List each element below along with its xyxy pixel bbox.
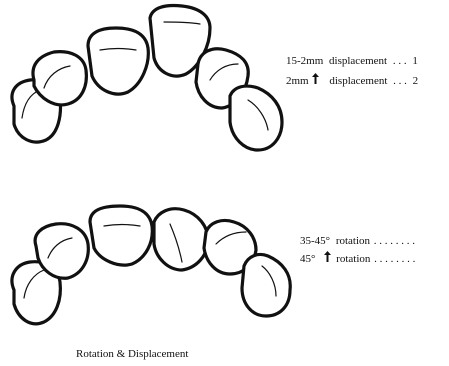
tooth	[242, 254, 290, 316]
rotation-legend: 35-45° rotation . . . . . . . . 45° rota…	[300, 235, 416, 265]
legend-value: 35-45°	[300, 235, 330, 247]
tooth	[90, 206, 152, 265]
tooth	[33, 52, 86, 105]
legend-row-displacement-2: 2mm displacement . . . 2	[286, 75, 418, 87]
leader-dots: . . .	[393, 55, 407, 67]
legend-code: 2	[413, 75, 419, 87]
legend-row-displacement-1: 15-2mm displacement . . . 1	[286, 55, 418, 67]
tooth	[154, 209, 208, 270]
bottom-dental-arch	[12, 206, 290, 324]
leader-dots: . . . . . . . .	[374, 235, 416, 247]
legend-row-rotation-2: 45° rotation . . . . . . . .	[300, 253, 416, 265]
up-arrow-icon	[312, 73, 319, 84]
legend-label: displacement	[329, 75, 387, 87]
legend-label: displacement	[329, 55, 387, 67]
legend-row-rotation-1: 35-45° rotation . . . . . . . .	[300, 235, 415, 247]
leader-dots: . . .	[393, 75, 407, 87]
legend-code: 1	[412, 55, 418, 67]
up-arrow-icon	[324, 251, 331, 262]
legend-label: rotation	[336, 235, 371, 247]
legend-value: 15-2mm	[286, 55, 324, 67]
displacement-legend: 15-2mm displacement . . . 1 2mm displace…	[286, 55, 418, 87]
tooth	[88, 28, 148, 94]
leader-dots: . . . . . . . .	[374, 253, 416, 265]
legend-value: 2mm	[286, 75, 309, 87]
legend-value: 45°	[300, 253, 315, 265]
legend-label: rotation	[336, 253, 371, 265]
top-dental-arch	[12, 6, 282, 151]
tooth	[230, 86, 282, 150]
figure-caption: Rotation & Displacement	[76, 348, 188, 360]
